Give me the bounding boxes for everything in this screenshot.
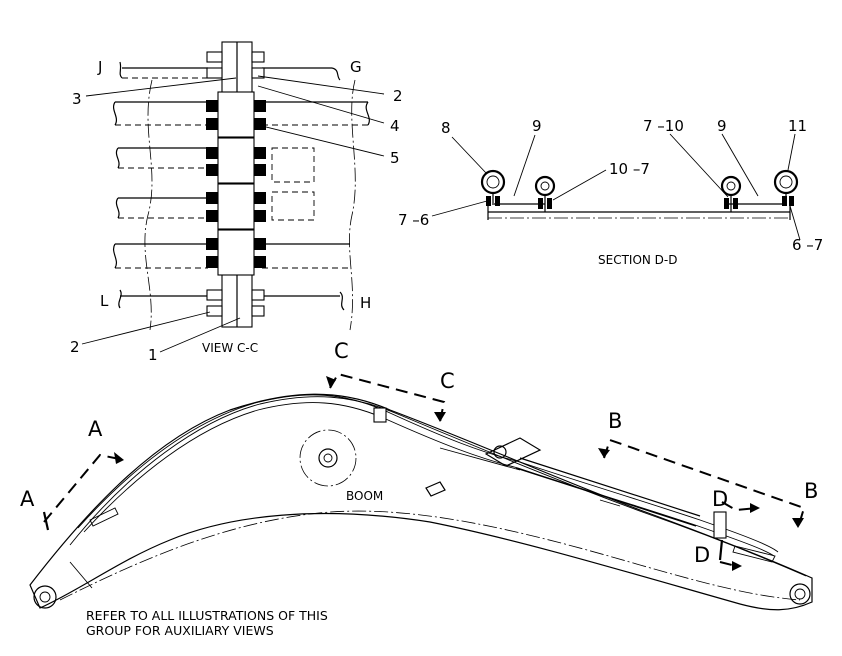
callout-3: 3 xyxy=(72,90,82,108)
bolts-right xyxy=(251,51,266,317)
section-marker-c-left: C xyxy=(334,339,349,363)
callout-9-left: 9 xyxy=(532,117,542,135)
label-h: H xyxy=(360,294,371,312)
section-dd-leaders xyxy=(431,133,801,241)
callout-1: 1 xyxy=(148,346,158,364)
boom-cylinder-boss xyxy=(299,429,357,487)
section-cut-c xyxy=(326,372,446,423)
section-cut-b xyxy=(598,438,806,529)
section-marker-d-upper: D xyxy=(712,487,728,511)
section-dd-title: SECTION D-D xyxy=(598,253,678,267)
hose-routing xyxy=(77,394,779,563)
callout-11: 11 xyxy=(788,117,807,135)
note-line-1: REFER TO ALL ILLUSTRATIONS OF THIS xyxy=(86,608,328,623)
label-j: J xyxy=(97,58,102,76)
view-cc-title: VIEW C-C xyxy=(202,341,258,355)
section-marker-a-lower: A xyxy=(20,487,35,511)
callout-10-7: 10 –7 xyxy=(609,160,650,178)
callout-9-right: 9 xyxy=(717,117,727,135)
label-l: L xyxy=(100,292,109,310)
boom-end-pin xyxy=(789,583,811,605)
boom-foot-pin xyxy=(33,585,57,609)
bolts-left xyxy=(206,51,223,317)
callout-7-10: 7 –10 xyxy=(643,117,684,135)
section-marker-b-left: B xyxy=(608,409,622,433)
tube-lines xyxy=(112,61,370,311)
section-cut-d xyxy=(718,501,760,571)
eye-fittings xyxy=(480,169,799,212)
section-marker-b-right: B xyxy=(804,479,818,503)
view-cc-leaders xyxy=(81,75,385,353)
callout-8: 8 xyxy=(441,119,451,137)
callout-4: 4 xyxy=(390,117,400,135)
callout-6-7: 6 –7 xyxy=(792,236,823,254)
boom-label: BOOM xyxy=(346,489,383,503)
label-g: G xyxy=(350,58,362,76)
section-marker-a-upper: A xyxy=(88,417,103,441)
section-cut-a xyxy=(42,452,125,531)
callout-2-bottom: 2 xyxy=(70,338,80,356)
section-marker-d-lower: D xyxy=(694,543,710,567)
section-marker-c-right: C xyxy=(440,369,455,393)
callout-5: 5 xyxy=(390,149,400,167)
section-dd-detail: 8 9 10 –7 7 –6 7 –10 9 11 6 –7 SECTION D… xyxy=(398,117,823,267)
clamp-blocks xyxy=(217,91,255,276)
boom-cylinder xyxy=(439,437,701,527)
view-cc-detail: J G L H 3 2 4 5 2 1 VIEW C-C xyxy=(70,41,403,364)
callout-7-6: 7 –6 xyxy=(398,211,429,229)
note-line-2: GROUP FOR AUXILIARY VIEWS xyxy=(86,623,274,638)
callout-2-top: 2 xyxy=(393,87,403,105)
boom-assembly: A A C C B B D D BOOM REFER TO ALL ILLUST… xyxy=(20,339,818,638)
